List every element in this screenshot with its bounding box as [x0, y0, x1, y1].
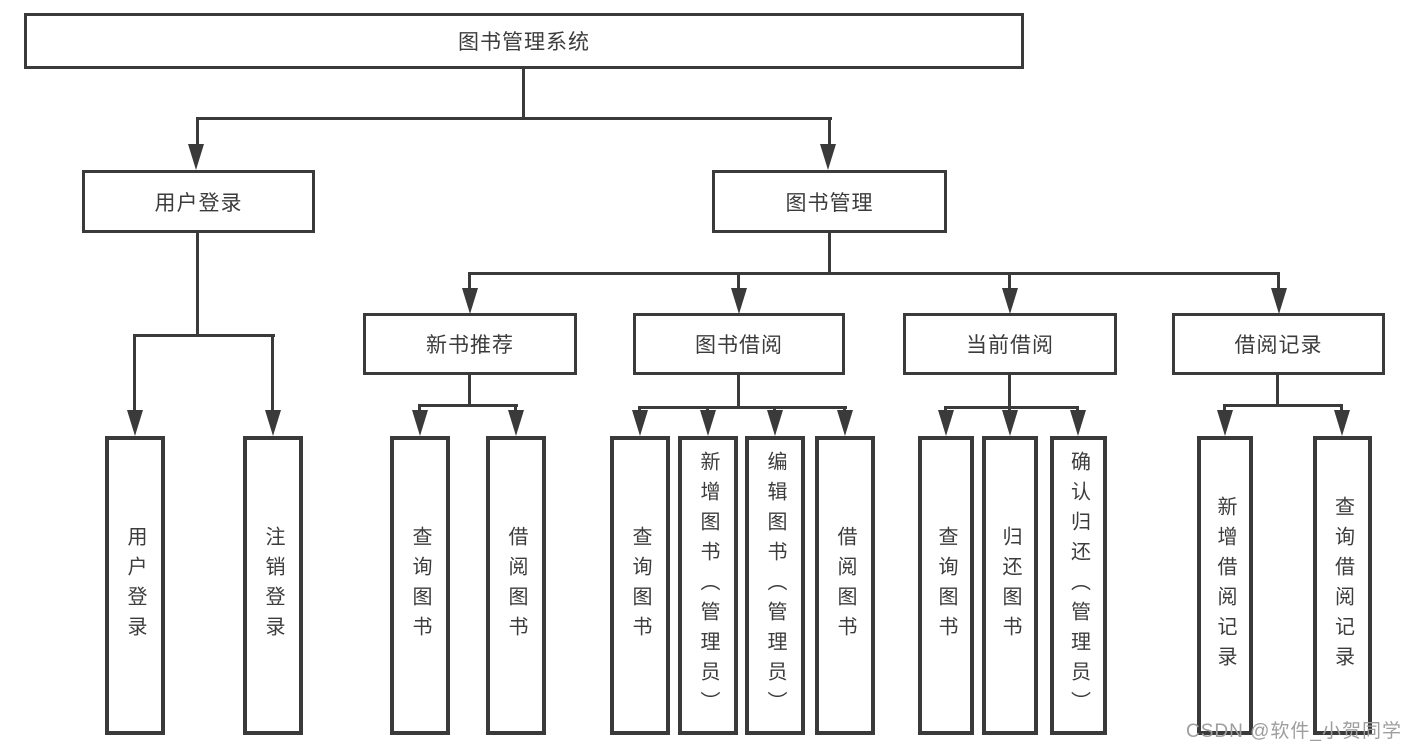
node-label: 查询借阅记录 — [1331, 495, 1354, 676]
arrow-down-icon — [938, 410, 954, 436]
arrow-down-icon — [767, 410, 783, 436]
node-label: 图书借阅 — [695, 334, 783, 357]
connector-line — [706, 406, 709, 412]
node-label: 图书管理系统 — [458, 31, 590, 54]
connector-line — [828, 117, 831, 146]
connector-line — [133, 334, 136, 412]
node-label: 图书管理 — [785, 191, 874, 215]
connector-line — [196, 117, 199, 146]
connector-line — [638, 406, 847, 409]
node-label: 查询图书 — [409, 525, 431, 646]
connector-line — [514, 404, 517, 412]
connector-line — [468, 272, 471, 290]
connector-line — [944, 406, 1079, 409]
node-label: 新增借阅记录 — [1214, 495, 1236, 676]
leaf-logout-login: 注销登录 — [243, 436, 303, 735]
connector-line — [944, 406, 947, 412]
connector-line — [1223, 404, 1226, 412]
node-label: 借阅图书 — [834, 525, 856, 646]
leaf-return-book: 归还图书 — [982, 436, 1038, 735]
arrow-down-icon — [508, 410, 524, 436]
connector-line — [843, 406, 846, 412]
connector-line — [133, 334, 275, 337]
leaf-edit-book-admin: 编辑图书（管理员） — [745, 436, 805, 735]
node-user-login: 用户登录 — [82, 170, 315, 233]
connector-line — [1340, 404, 1343, 412]
node-label: 新书推荐 — [426, 334, 514, 357]
node-new-book-recommendation: 新书推荐 — [363, 313, 577, 375]
node-current-borrowing: 当前借阅 — [903, 313, 1117, 375]
csdn-watermark: CSDN @软件_小贺同学 — [1186, 721, 1402, 742]
arrow-down-icon — [127, 410, 143, 436]
connector-line — [1008, 406, 1011, 412]
arrow-down-icon — [1334, 410, 1350, 436]
arrow-down-icon — [1271, 288, 1287, 314]
arrow-down-icon — [188, 144, 204, 170]
connector-line — [1276, 375, 1279, 406]
connector-line — [1008, 272, 1011, 290]
arrow-down-icon — [412, 410, 428, 436]
node-label: 确认归还（管理员） — [1067, 450, 1090, 721]
connector-line — [271, 334, 274, 412]
connector-line — [828, 233, 831, 274]
node-label: 注销登录 — [262, 525, 284, 646]
node-label: 查询图书 — [629, 525, 651, 646]
arrow-down-icon — [462, 288, 478, 314]
connector-line — [468, 375, 471, 406]
node-borrowing-records: 借阅记录 — [1172, 313, 1385, 375]
node-book-borrowing: 图书借阅 — [633, 313, 845, 375]
node-label: 新增图书（管理员） — [697, 450, 719, 721]
node-label: 借阅图书 — [505, 525, 527, 646]
node-label: 用户登录 — [154, 191, 243, 215]
arrow-down-icon — [265, 410, 281, 436]
leaf-add-borrow-record: 新增借阅记录 — [1197, 436, 1253, 735]
connector-line — [1223, 404, 1343, 407]
connector-line — [418, 404, 518, 407]
node-label: 当前借阅 — [966, 334, 1054, 357]
node-book-management: 图书管理 — [712, 170, 947, 233]
arrow-down-icon — [632, 410, 648, 436]
connector-line — [1008, 375, 1011, 408]
arrow-down-icon — [837, 410, 853, 436]
leaf-borrow-books: 借阅图书 — [815, 436, 875, 735]
arrow-down-icon — [1070, 410, 1086, 436]
arrow-down-icon — [1002, 288, 1018, 314]
node-library-management-system: 图书管理系统 — [24, 13, 1024, 69]
connector-line — [1076, 406, 1079, 412]
leaf-add-book-admin: 新增图书（管理员） — [678, 436, 738, 735]
connector-line — [418, 404, 421, 412]
leaf-confirm-return-admin: 确认归还（管理员） — [1050, 436, 1107, 735]
arrow-down-icon — [700, 410, 716, 436]
connector-line — [638, 406, 641, 412]
connector-line — [737, 375, 740, 408]
arrow-down-icon — [1002, 410, 1018, 436]
node-label: 用户登录 — [124, 525, 146, 646]
connector-line — [196, 233, 199, 336]
node-label: 编辑图书（管理员） — [764, 450, 786, 721]
connector-line — [773, 406, 776, 412]
leaf-query-books-borrow: 查询图书 — [610, 436, 670, 735]
connector-line — [1277, 272, 1280, 290]
leaf-borrow-books-recommend: 借阅图书 — [486, 436, 546, 735]
node-label: 查询图书 — [935, 525, 957, 646]
leaf-query-borrow-record: 查询借阅记录 — [1313, 436, 1372, 735]
leaf-query-books-current: 查询图书 — [918, 436, 974, 735]
connector-line — [737, 272, 740, 290]
leaf-user-login: 用户登录 — [105, 436, 165, 735]
node-label: 归还图书 — [999, 525, 1021, 646]
connector-line — [196, 117, 832, 120]
arrow-down-icon — [820, 144, 836, 170]
node-label: 借阅记录 — [1234, 334, 1323, 357]
leaf-query-books-recommend: 查询图书 — [390, 436, 450, 735]
arrow-down-icon — [1217, 410, 1233, 436]
arrow-down-icon — [731, 288, 747, 314]
connector-line — [468, 272, 1280, 275]
connector-line — [522, 69, 525, 119]
